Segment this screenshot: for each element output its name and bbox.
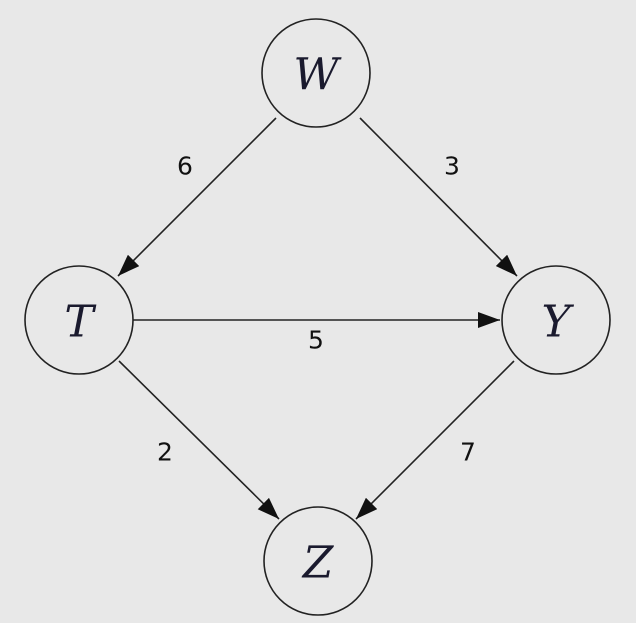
node-y: Y <box>501 265 611 375</box>
node-w-circle <box>261 18 371 128</box>
edge-weight-w-y: 3 <box>444 152 460 181</box>
node-w: W <box>261 18 371 128</box>
node-z-label: Z <box>301 538 335 589</box>
node-t-circle <box>24 265 134 375</box>
edge-y-z <box>355 360 515 520</box>
node-z: Z <box>263 506 373 616</box>
node-w-label: W <box>293 50 342 101</box>
edge-t-z <box>118 360 280 520</box>
edge-weight-w-t: 6 <box>177 152 193 181</box>
node-t-label: T <box>64 297 97 348</box>
node-y-circle <box>501 265 611 375</box>
node-t: T <box>24 265 134 375</box>
edge-weight-t-y: 5 <box>308 326 324 355</box>
node-y-label: Y <box>541 297 574 348</box>
edge-w-t <box>117 117 277 277</box>
edge-weight-y-z: 7 <box>460 438 476 467</box>
edge-weight-t-z: 2 <box>157 438 173 467</box>
node-z-circle <box>263 506 373 616</box>
edge-w-y <box>359 117 518 277</box>
